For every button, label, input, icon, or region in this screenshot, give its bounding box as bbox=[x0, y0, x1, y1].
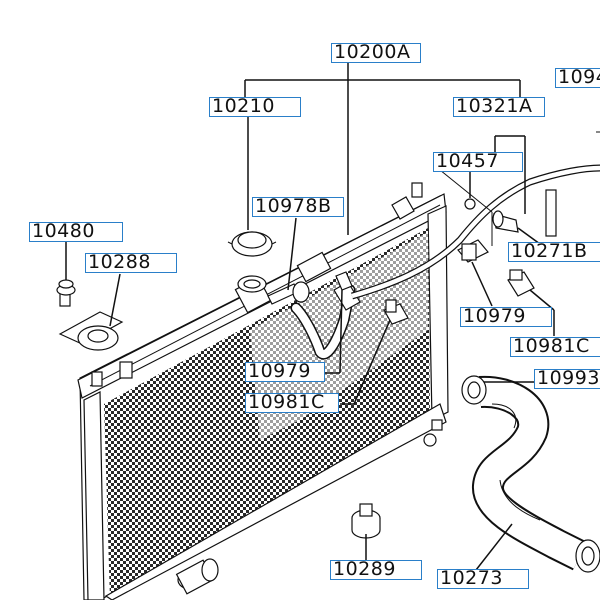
reservoir-hose bbox=[351, 131, 600, 300]
bracket-10288 bbox=[58, 311, 124, 351]
thermostat-10289 bbox=[351, 503, 381, 539]
part-label-10993[interactable]: 10993 bbox=[534, 369, 600, 389]
sensor-10321A bbox=[464, 189, 557, 237]
hose-clamp-upper bbox=[461, 375, 487, 405]
part-label-10979-right[interactable]: 10979 bbox=[460, 307, 552, 327]
part-label-10210[interactable]: 10210 bbox=[209, 97, 301, 117]
part-label-10480[interactable]: 10480 bbox=[29, 222, 123, 242]
hose-clamp-lower bbox=[575, 539, 600, 573]
bolt-10480 bbox=[56, 279, 76, 307]
part-label-10321A[interactable]: 10321A bbox=[453, 97, 545, 117]
part-label-10271B[interactable]: 10271B bbox=[508, 242, 600, 262]
part-label-10978B[interactable]: 10978B bbox=[252, 197, 344, 217]
part-label-10288[interactable]: 10288 bbox=[85, 253, 177, 273]
radiator-cap bbox=[227, 231, 277, 257]
part-label-10289[interactable]: 10289 bbox=[330, 560, 422, 580]
part-label-10200A[interactable]: 10200A bbox=[331, 43, 421, 63]
part-label-10981C-right[interactable]: 10981C bbox=[510, 337, 600, 357]
fitting-10979-right bbox=[457, 239, 489, 263]
fitting-10981C-left bbox=[383, 299, 409, 325]
part-label-1094x[interactable]: 1094 bbox=[555, 68, 600, 88]
part-label-10457[interactable]: 10457 bbox=[433, 152, 523, 172]
part-label-10273[interactable]: 10273 bbox=[437, 569, 529, 589]
lower-hose bbox=[472, 375, 588, 571]
fitting-10981C-right bbox=[507, 269, 535, 297]
part-label-10981C-left[interactable]: 10981C bbox=[245, 393, 339, 413]
part-label-10979-left[interactable]: 10979 bbox=[245, 362, 325, 382]
leader-lines bbox=[65, 61, 555, 571]
